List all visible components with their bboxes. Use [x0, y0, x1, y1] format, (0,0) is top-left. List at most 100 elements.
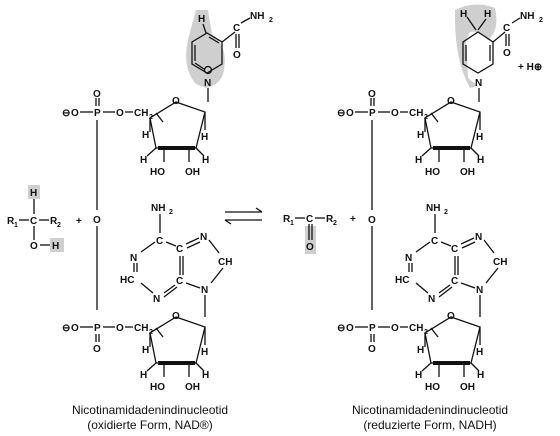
atom-h-r2-r: H	[415, 155, 422, 166]
plus-sign-right: +	[350, 214, 356, 225]
atom-r1-right: R	[283, 214, 291, 225]
product-ketone: R 1 C R 2 O +	[283, 214, 356, 254]
atom-o-right: O	[306, 242, 314, 253]
atom-n-ade2: N	[153, 294, 160, 305]
atom-r1: R	[7, 216, 15, 227]
atom-c-ade3: C	[176, 244, 183, 255]
atom-hc-ade: HC	[120, 275, 134, 286]
atom-o-ribose-bot-r: O	[447, 311, 455, 322]
atom-o-bot-down: O	[93, 344, 101, 355]
atom-ho-r1-r: HO	[425, 167, 440, 178]
atom-oh-r1: OH	[185, 167, 200, 178]
atom-n-ade2-r: N	[428, 294, 435, 305]
atom-ch-ade: CH	[218, 257, 232, 268]
atom-h-rb3: H	[202, 370, 209, 381]
equilibrium-arrows	[224, 207, 263, 225]
atom-o-bot-left-r: O	[346, 323, 354, 334]
atom-o-ester-top-r: O	[391, 108, 399, 119]
highlight-h-oh	[50, 238, 64, 252]
ribose-bottom	[149, 316, 206, 364]
caption-left-line2: (oxidierte Form, NAD®)	[87, 418, 213, 432]
ribose-top	[149, 101, 206, 149]
atom-o-ester-bot: O	[116, 323, 124, 334]
atom-o-top-left: O	[71, 108, 79, 119]
atom-c-ade1: C	[156, 236, 163, 247]
atom-hc-ade-r: HC	[395, 275, 409, 286]
atom-r2: R	[50, 216, 58, 227]
caption-right-line1: Nicotinamidadenindinucleotid	[352, 403, 508, 417]
atom-h-r1: H	[142, 130, 149, 141]
atom-n-ade1-r: N	[405, 253, 412, 264]
atom-p-bot: P	[94, 323, 101, 334]
atom-n-ring: N	[204, 78, 211, 89]
atom-c-ade1-r: C	[431, 236, 438, 247]
atom-nh2-right: NH	[520, 11, 534, 22]
atom-h-r4: H	[201, 132, 208, 143]
atom-o: O	[30, 241, 38, 252]
atom-ch2-bot-r: CH	[409, 323, 423, 334]
highlight-h-top	[28, 185, 40, 199]
atom-h-oh: H	[52, 241, 59, 252]
atom-h-rb2-r: H	[415, 370, 422, 381]
highlight-carbonyl	[305, 226, 316, 254]
atom-o-bot-left: O	[71, 323, 79, 334]
atom-ch-ade-r: CH	[493, 257, 507, 268]
atom-o-ribose-top-r: O	[447, 96, 455, 107]
atom-o-top-left-r: O	[346, 108, 354, 119]
atom-h-r3: H	[202, 155, 209, 166]
sub-nh2-ade: 2	[169, 209, 173, 216]
h-plus-label: + H⊕	[518, 62, 542, 73]
caption-left-line1: Nicotinamidadenindinucleotid	[72, 403, 228, 417]
atom-h-rb1-r: H	[417, 345, 424, 356]
nadh-reduced: H H N C O NH 2 + H⊕ ⊖ O P O O CH 2 O	[337, 4, 543, 393]
ribose-bottom-r	[424, 316, 481, 364]
atom-n-ade1: N	[130, 253, 137, 264]
atom-minus-o-bot-r: ⊖	[337, 323, 345, 334]
sub-r1: 1	[14, 222, 18, 229]
atom-h-r2: H	[140, 155, 147, 166]
atom-nh2: NH	[250, 11, 264, 22]
atom-o-ester-bot-r: O	[391, 323, 399, 334]
atom-minus-o-top-r: ⊖	[337, 108, 345, 119]
atom-ch2-top-r: CH	[409, 108, 423, 119]
nad-oxidized: H N C O NH 2 ⊖ O P O O CH 2 O	[62, 10, 273, 393]
atom-n-ade4: N	[201, 285, 208, 296]
atom-c-ade2: C	[176, 276, 183, 287]
atom-o-top-up-r: O	[368, 89, 376, 100]
atom-oh-r1-r: OH	[460, 167, 475, 178]
atom-n-ade3: N	[200, 232, 207, 243]
caption-right-line2: (reduzierte Form, NADH)	[363, 418, 496, 432]
atom-ho-r1: HO	[150, 167, 165, 178]
atom-minus-o-top: ⊖	[62, 108, 70, 119]
sub-r1-right: 1	[290, 220, 294, 227]
atom-c-amide-right: C	[503, 23, 510, 34]
atom-nh2-ade-r: NH	[426, 203, 440, 214]
atom-ch2-top: CH	[134, 108, 148, 119]
atom-o-top-up: O	[93, 89, 101, 100]
atom-r2-right: R	[326, 214, 334, 225]
atom-h-rb2: H	[140, 370, 147, 381]
atom-o-amide-right: O	[503, 48, 511, 59]
atom-p-bot-r: P	[369, 323, 376, 334]
ribose-top-r	[424, 101, 481, 149]
sub-r2: 2	[57, 222, 61, 229]
atom-oh-rb-r: OH	[460, 382, 475, 393]
atom-minus-o-bot: ⊖	[62, 323, 70, 334]
atom-h-ring-b: H	[484, 9, 491, 20]
substrate-alcohol: H R 1 C R 2 O H +	[7, 185, 82, 252]
atom-oh-rb: OH	[185, 382, 200, 393]
atom-o-bot-down-r: O	[368, 344, 376, 355]
atom-h-rb3-r: H	[477, 370, 484, 381]
sub-nh2-ade-r: 2	[444, 209, 448, 216]
atom-n-ade3-r: N	[475, 232, 482, 243]
atom-c-ade3-r: C	[451, 244, 458, 255]
atom-o-ribose-bot: O	[172, 311, 180, 322]
atom-o-ester-top: O	[116, 108, 124, 119]
sub-nh2: 2	[269, 17, 273, 24]
atom-o-bridge-r: O	[368, 215, 376, 226]
atom-h: H	[30, 188, 37, 199]
atom-h-ring-a: H	[460, 9, 467, 20]
atom-o-bridge: O	[93, 215, 101, 226]
